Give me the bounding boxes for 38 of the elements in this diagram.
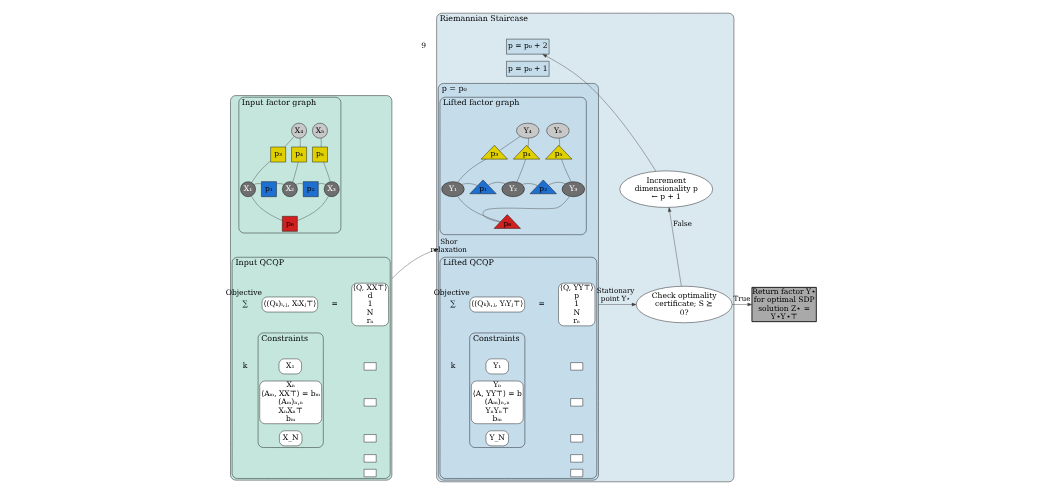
connector [276, 183, 285, 185]
node-box [363, 434, 377, 443]
connector [521, 183, 538, 186]
connector [323, 161, 331, 182]
connector [253, 183, 262, 185]
connector [300, 137, 301, 148]
connector [527, 138, 529, 148]
connector [548, 182, 566, 186]
node-box [570, 398, 583, 407]
connector [499, 136, 521, 151]
connector [457, 196, 501, 222]
connector [292, 161, 299, 183]
connector [320, 137, 322, 148]
connector [284, 136, 295, 148]
connector [318, 183, 326, 185]
node-box [363, 362, 377, 371]
node-box [570, 454, 583, 463]
connector [461, 183, 478, 186]
connector [482, 196, 570, 223]
node-box [363, 469, 377, 477]
node-box [363, 398, 377, 407]
arrow [731, 302, 753, 307]
connector [559, 138, 560, 147]
connector [457, 158, 487, 183]
connector [297, 195, 329, 221]
arrow [668, 207, 682, 287]
connector [516, 159, 526, 183]
arrow [542, 54, 656, 172]
node-box [570, 434, 583, 443]
node-box [570, 469, 583, 477]
node-box [570, 362, 583, 371]
connector [295, 183, 304, 185]
connector [561, 158, 572, 182]
connector [251, 160, 271, 183]
arrow [598, 302, 637, 307]
connector [488, 182, 506, 186]
node-box [363, 454, 377, 463]
connector [251, 195, 283, 221]
